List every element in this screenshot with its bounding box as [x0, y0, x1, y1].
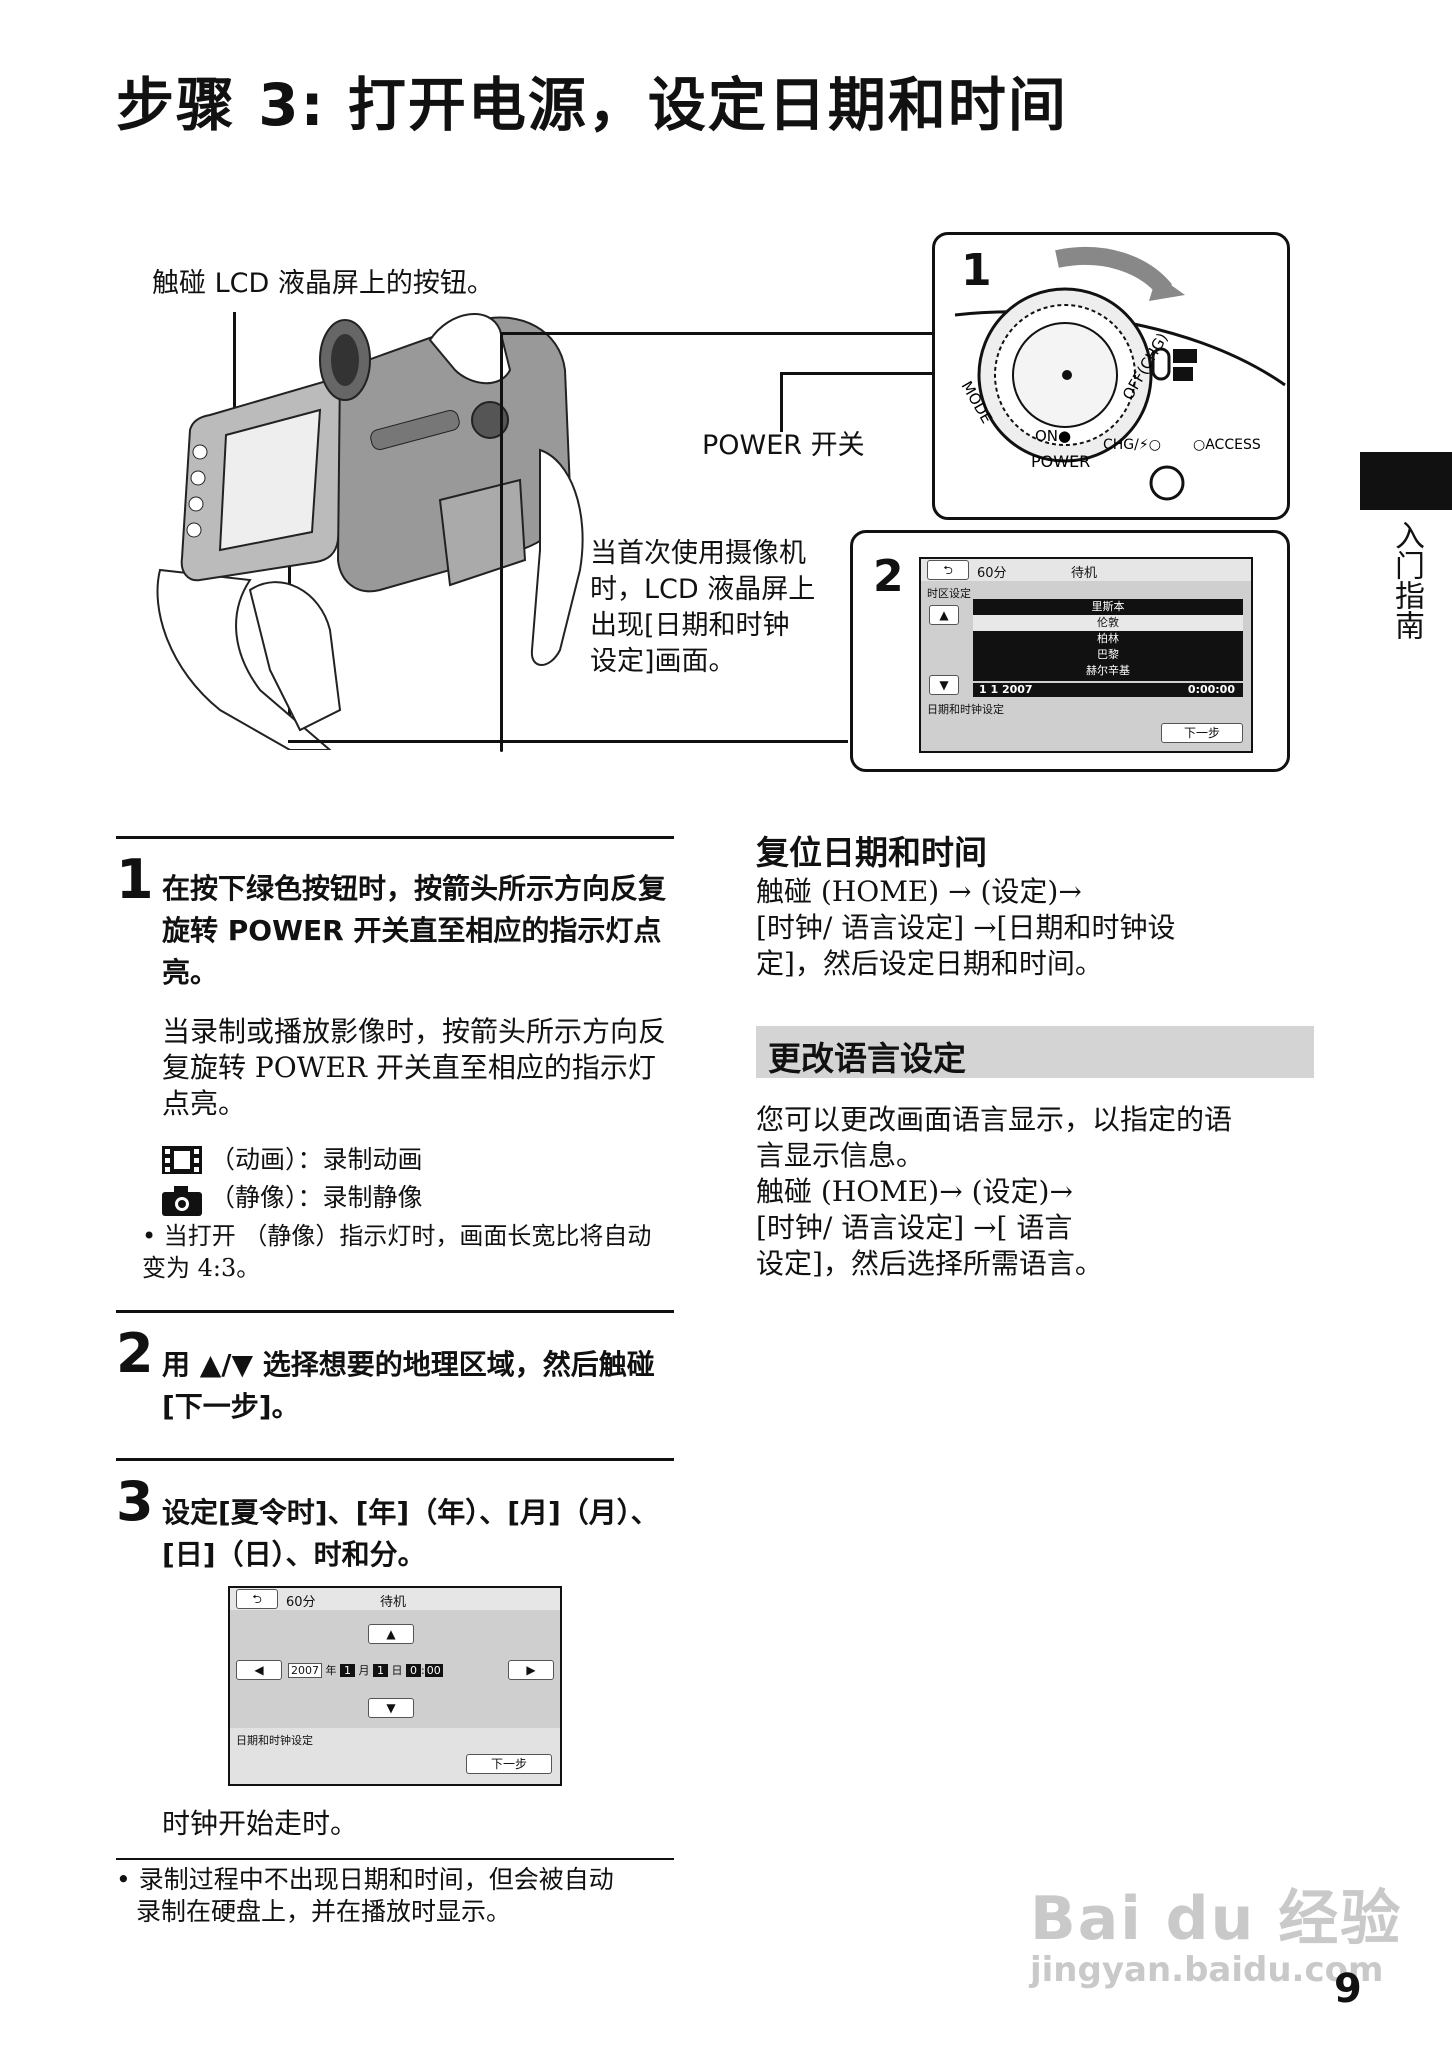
- date-fields: 2007 年 1 月 1 日 0:00: [288, 1662, 443, 1678]
- field-right-button[interactable]: ▶: [508, 1660, 554, 1680]
- section-label: 时区设定: [927, 587, 971, 600]
- reset-line-2: [时钟/ 语言设定] →[日期和时钟设: [756, 911, 1176, 944]
- divider: [116, 836, 674, 839]
- divider: [116, 1858, 674, 1860]
- city-item[interactable]: 柏林: [1097, 632, 1119, 645]
- camera-icon: [162, 1186, 202, 1216]
- svg-text:POWER: POWER: [1031, 452, 1090, 471]
- day-field[interactable]: 1: [373, 1664, 388, 1677]
- callout-line: [780, 372, 1060, 375]
- bottom-note-2: 录制在硬盘上，并在播放时显示。: [136, 1897, 512, 1926]
- section-tab-marker: [1360, 452, 1452, 510]
- month-field[interactable]: 1: [340, 1664, 355, 1677]
- datetime-screen: ⮌ 60分 待机 ▲ ◀ ▶ 2007 年 1 月 1 日 0:00 ▼ 日期和…: [228, 1586, 562, 1786]
- page-title: 步骤 3: 打开电源，设定日期和时间: [116, 71, 1068, 139]
- svg-text:ON●: ON●: [1035, 427, 1071, 445]
- battery-indicator: 60分: [286, 1595, 316, 1610]
- hour-field[interactable]: 0: [406, 1664, 421, 1677]
- reset-line-3: 定]，然后设定日期和时间。: [756, 947, 1103, 980]
- page-number: 9: [1334, 1966, 1362, 2012]
- language-line-1: 您可以更改画面语言显示，以指定的语: [756, 1103, 1233, 1136]
- callout-line: [780, 372, 783, 432]
- city-item[interactable]: 赫尔辛基: [1086, 664, 1130, 677]
- divider: [116, 1458, 674, 1461]
- step2-instruction: 用 ▲/▼ 选择想要的地理区域，然后触碰[下一步]。: [162, 1348, 655, 1423]
- step-number: 3: [116, 1470, 154, 1533]
- next-button[interactable]: 下一步: [1161, 723, 1243, 743]
- callout-first-use-1: 当首次使用摄像机: [590, 538, 806, 569]
- next-button[interactable]: 下一步: [466, 1754, 552, 1774]
- year-field[interactable]: 2007: [288, 1663, 322, 1678]
- step1-note: • 当打开 （静像）指示灯时，画面长宽比将自动变为 4:3。: [142, 1222, 652, 1282]
- panel-number: 2: [873, 551, 904, 602]
- language-line-4: [时钟/ 语言设定] →[ 语言: [756, 1211, 1073, 1244]
- screen-footer: 日期和时钟设定: [236, 1734, 313, 1747]
- step3-result: 时钟开始走时。: [162, 1807, 359, 1840]
- step1-instruction: 在按下绿色按钮时，按箭头所示方向反复旋转 POWER 开关直至相应的指示灯点亮。: [162, 872, 667, 989]
- language-line-2: 言显示信息。: [756, 1139, 925, 1172]
- return-button[interactable]: ⮌: [236, 1589, 278, 1609]
- callout-line: [500, 332, 503, 752]
- language-line-5: 设定]，然后选择所需语言。: [756, 1247, 1103, 1280]
- status-text: 待机: [1071, 566, 1098, 581]
- svg-text:○ACCESS: ○ACCESS: [1193, 437, 1261, 453]
- callout-line: [233, 312, 236, 440]
- step1-description: 当录制或播放影像时，按箭头所示方向反复旋转 POWER 开关直至相应的指示灯点亮…: [162, 1015, 667, 1120]
- movie-mode-text: （动画）：录制动画: [210, 1145, 423, 1174]
- step-number: 2: [116, 1322, 154, 1385]
- bottom-note-1: • 录制过程中不出现日期和时间，但会被自动: [116, 1865, 614, 1894]
- power-dial-panel: 1 MODE OFF(CHG) ON● POWER CHG/⚡○ ○ACCESS: [932, 232, 1290, 520]
- city-item-selected[interactable]: 伦敦: [973, 615, 1243, 631]
- datetime-readout: 1 1 2007 0:00:00: [973, 683, 1243, 697]
- minute-field[interactable]: 00: [424, 1664, 443, 1677]
- reset-line-1: 触碰 (HOME) → (设定)→: [756, 875, 1082, 908]
- step-number: 1: [116, 848, 154, 911]
- callout-first-use-2: 时，LCD 液晶屏上: [590, 574, 816, 605]
- panel-number: 1: [961, 245, 992, 296]
- value-down-button[interactable]: ▼: [368, 1698, 414, 1718]
- divider: [116, 1310, 674, 1313]
- section-tab-label: 入门指南: [1389, 520, 1424, 640]
- watermark-url: jingyan.baidu.com: [1030, 1950, 1384, 1990]
- photo-mode-text: （静像）：录制静像: [210, 1183, 423, 1212]
- language-heading: 更改语言设定: [768, 1039, 966, 1078]
- return-button[interactable]: ⮌: [927, 560, 969, 580]
- callout-first-use-3: 出现[日期和时钟: [590, 610, 790, 641]
- scroll-down-button[interactable]: ▼: [929, 675, 959, 695]
- screen-footer: 日期和时钟设定: [927, 703, 1004, 716]
- watermark-brand: Bai du 经验: [1030, 1884, 1403, 1954]
- city-item[interactable]: 巴黎: [1097, 648, 1119, 661]
- movie-icon: [162, 1146, 202, 1174]
- callout-power-switch: POWER 开关: [702, 430, 865, 461]
- camcorder-illustration: [156, 313, 584, 750]
- step3-instruction: 设定[夏令时]、[年]（年）、[月]（月）、[日]（日）、时和分。: [162, 1496, 659, 1571]
- language-heading-bar: [756, 1026, 1314, 1078]
- field-left-button[interactable]: ◀: [236, 1660, 282, 1680]
- callout-line: [288, 740, 848, 743]
- callout-touch-lcd: 触碰 LCD 液晶屏上的按钮。: [152, 268, 494, 299]
- reset-heading: 复位日期和时间: [756, 833, 987, 872]
- svg-text:CHG/⚡○: CHG/⚡○: [1103, 437, 1161, 453]
- city-list: 里斯本 伦敦 柏林 巴黎 赫尔辛基: [973, 599, 1243, 681]
- scroll-up-button[interactable]: ▲: [929, 605, 959, 625]
- callout-line: [500, 332, 1060, 335]
- timezone-screen: ⮌ 60分 待机 时区设定 ▲ ▼ 里斯本 伦敦 柏林 巴黎 赫尔辛基 1 1 …: [919, 557, 1253, 753]
- power-dial-icon: MODE OFF(CHG) ON● POWER CHG/⚡○ ○ACCESS: [954, 247, 1286, 501]
- language-line-3: 触碰 (HOME)→ (设定)→: [756, 1175, 1073, 1208]
- battery-indicator: 60分: [977, 566, 1007, 581]
- city-item[interactable]: 里斯本: [1091, 600, 1125, 613]
- value-up-button[interactable]: ▲: [368, 1624, 414, 1644]
- status-text: 待机: [380, 1595, 407, 1610]
- timezone-panel: 2 ⮌ 60分 待机 时区设定 ▲ ▼ 里斯本 伦敦 柏林 巴黎 赫尔辛基 1 …: [850, 530, 1290, 772]
- callout-first-use-4: 设定]画面。: [590, 646, 736, 677]
